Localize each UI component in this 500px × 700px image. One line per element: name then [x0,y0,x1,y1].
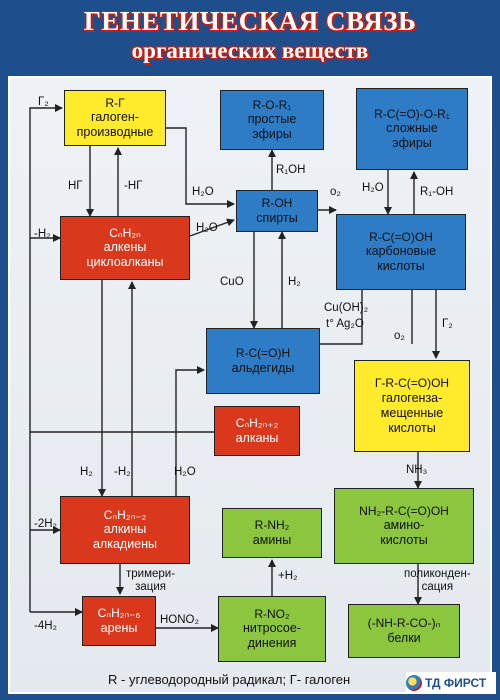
box-label: амино- [383,518,425,533]
box-label: динения [247,636,297,651]
label-t-ag2o: t° Ag₂O [326,318,364,330]
box-esters: R-C(=O)-O-R₁ сложные эфиры [356,88,468,170]
box-label: спирты [256,210,298,225]
formula: R-C(=O)-O-R₁ [374,106,450,121]
box-label: галоген- [91,110,139,125]
formula: CₙH₂ₙ₊₂ [235,416,279,431]
arrow-halogen-to-alcohols [166,127,235,208]
formula: CₙH₂ₙ₋₂ [103,507,147,522]
formula: NH₂-R-C(=O)OH [359,503,449,518]
box-proteins: (-NH-R-CO-)ₙ белки [348,604,460,658]
label-h2-mid: Н₂ [288,276,301,288]
box-aldehydes: R-C(=O)H альдегиды [206,328,320,394]
label-trimerization: тримери- зация [126,568,175,593]
box-label: алкадиены [92,537,158,552]
label-h2o-1: Н₂O [192,186,214,198]
box-label: кислоты [388,420,436,435]
formula: R-OH [261,196,293,211]
label-polycondensation-line2: сация [421,580,454,593]
label-minus-h2-b: -Н₂ [114,466,131,478]
label-polycondensation: поликонден- сация [404,568,471,593]
arrow-aldehydes-to-acids [318,271,366,345]
label-cuoh2: Cu(OH)₂ [324,302,369,314]
box-label: альдегиды [231,360,295,375]
header: ГЕНЕТИЧЕСКАЯ СВЯЗЬ органических веществ [0,0,500,72]
box-halogenated-acids: Г-R-C(=O)OH галогенза- мещенные кислоты [354,360,470,452]
label-r1-oh: R₁-OH [420,186,454,198]
box-arenes: CₙH₂ₙ₋₆ арены [82,596,156,646]
box-alkanes: CₙH₂ₙ₊₂ алканы [214,406,300,456]
label-cuo: CuO [220,276,244,288]
label-polycondensation-line1: поликонден- [404,568,471,580]
box-label: кислоты [377,259,425,274]
label-h2o-4: Н₂O [174,466,196,478]
formula: CₙH₂ₙ₋₆ [97,606,141,621]
box-label: простые [247,112,297,127]
box-alkenes: CₙH₂ₙ алкены циклоалканы [60,216,190,280]
label-plus-h2: +Н₂ [278,570,298,582]
box-label: карбоновые [365,244,437,259]
formula: R-C(=O)H [235,346,291,361]
box-carboxylic-acids: R-C(=O)OH карбоновые кислоты [336,214,466,290]
formula: R-C(=O)OH [369,229,433,244]
label-g2-top: Г₂ [38,96,49,108]
label-minus-4h2: -4Н₂ [34,620,57,632]
arrow-alkynes-to-aldehydes [175,366,205,500]
box-label: арены [100,620,138,635]
label-nh3: NH₃ [406,464,428,476]
box-label: алкины [103,522,147,537]
box-amino-acids: NH₂-R-C(=O)OH амино- кислоты [334,488,474,564]
label-h2o-3: Н₂O [362,182,384,194]
label-o2-1: o₂ [330,186,341,198]
formula: (-NH-R-CO-)ₙ [367,616,441,631]
label-minus-hg: -НГ [124,180,143,192]
label-hg: НГ [68,180,83,192]
box-label: сложные [386,121,438,136]
formula: R-NO₂ [254,606,290,621]
label-g2-right: Г₂ [442,318,453,330]
page-title: ГЕНЕТИЧЕСКАЯ СВЯЗЬ [83,6,417,36]
label-h2o-2: Н₂O [196,222,218,234]
label-r1oh: R₁OH [276,164,306,176]
box-amines: R-NH₂ амины [222,508,322,558]
brand-badge: ТД ФИРСТ [406,672,496,694]
box-label: кислоты [380,533,428,548]
box-label: алканы [235,430,279,445]
label-h2-a: Н₂ [80,466,93,478]
box-label: циклоалканы [86,255,164,270]
label-trimerization-line1: тримери- [126,568,176,580]
box-nitro-compounds: R-NO₂ нитросое- динения [218,596,326,662]
left-bus-line [29,104,63,612]
box-label: амины [252,532,292,547]
box-label: белки [387,630,421,645]
brand-logo-icon [406,675,422,691]
label-minus-h2-left: -Н₂ [34,228,51,240]
box-label: производные [76,125,154,140]
arrow-alkenes-to-alcohols [189,218,235,237]
label-hono2: HONO₂ [160,614,199,626]
box-alcohols: R-OH спирты [236,190,318,232]
box-label: нитросое- [243,621,301,636]
legend-text: R - углеводородный радикал; Г- галоген [108,672,351,687]
formula: R-O-R₁ [252,97,292,112]
formula: R-NH₂ [254,518,290,533]
box-label: эфиры [252,127,292,142]
brand-name: ТД ФИРСТ [425,676,487,690]
label-minus-2h2: -2Н₂ [34,518,57,530]
label-o2-2: o₂ [394,330,405,342]
box-label: мещенные [380,405,444,420]
formula: CₙH₂ₙ [109,225,141,240]
formula: Г-R-C(=O)OH [374,376,450,391]
box-label: эфиры [392,136,432,151]
box-label: галогенза- [381,390,443,405]
page-subtitle: органических веществ [131,38,369,63]
box-label: алкены [103,240,147,255]
box-halogen-derivatives: R-Г галоген- производные [64,90,166,146]
label-trimerization-line2: зация [135,580,166,593]
box-ethers: R-O-R₁ простые эфиры [220,90,324,150]
box-alkynes: CₙH₂ₙ₋₂ алкины алкадиены [60,496,190,564]
formula: R-Г [105,95,125,110]
